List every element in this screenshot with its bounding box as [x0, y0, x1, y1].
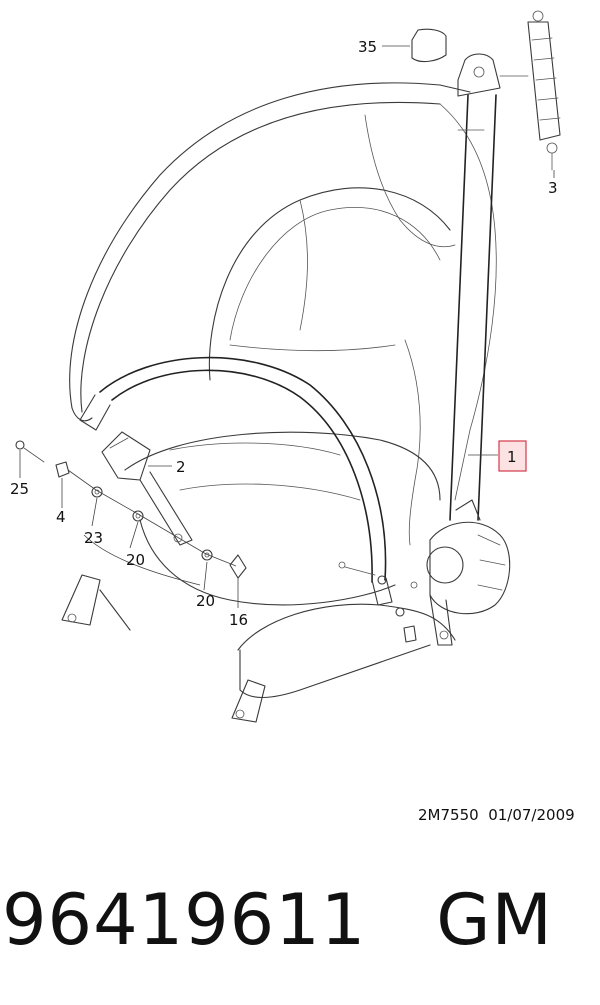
leader-lines	[19, 45, 555, 608]
retractor-assembly	[426, 499, 511, 646]
seat-belt-exploded-diagram: 35 3 2 1 25 4 23 20 20 16	[10, 10, 561, 723]
height-adjuster	[527, 10, 561, 171]
part-line: 96419611 GM	[2, 880, 553, 960]
callout-20-right: 20	[196, 592, 215, 610]
callout-3: 3	[548, 179, 558, 197]
callout-1-highlight	[498, 440, 527, 472]
seat-back	[69, 82, 497, 546]
callout-35: 35	[358, 38, 377, 56]
upper-belt-guide	[457, 53, 529, 97]
callout-1: 1	[507, 448, 517, 466]
seat-base-rail	[61, 574, 266, 723]
buckle	[101, 431, 193, 546]
callout-16: 16	[229, 611, 248, 629]
callout-25: 25	[10, 480, 29, 498]
seat-cushion	[124, 431, 456, 698]
shoulder-belt-webbing	[449, 94, 497, 521]
callout-23: 23	[84, 529, 103, 547]
trim-cap	[411, 28, 447, 63]
callout-4: 4	[56, 508, 66, 526]
part-number: 96419611	[2, 879, 367, 961]
drawing-reference: 2M7550 01/07/2009	[418, 806, 575, 824]
hardware-fasteners	[15, 440, 418, 643]
callout-20-left: 20	[126, 551, 145, 569]
part-brand: GM	[436, 879, 553, 961]
lap-belt-webbing	[79, 356, 393, 606]
callout-2: 2	[176, 458, 186, 476]
